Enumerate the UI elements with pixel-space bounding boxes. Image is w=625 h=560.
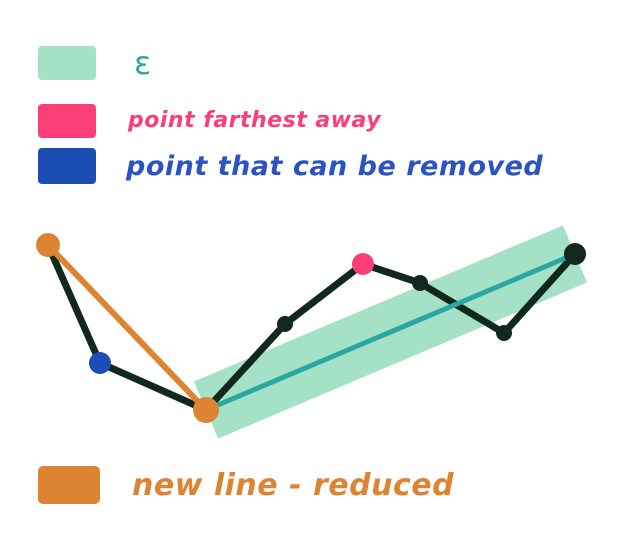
removable-point-swatch (38, 148, 96, 184)
vertex-start-orange (36, 233, 60, 257)
new-line-reduced-swatch (38, 466, 100, 504)
epsilon-tolerance-band (193, 225, 588, 439)
vertex-split-orange (193, 397, 219, 423)
new-line-reduced (45, 242, 209, 413)
series-lines (44, 241, 579, 414)
legend-top: ε point farthest away point that can be … (0, 0, 625, 210)
vertex-blue-removable (89, 352, 111, 374)
farthest-point-label: point farthest away (128, 108, 382, 133)
vertex-pink-farthest (352, 253, 374, 275)
legend-item-epsilon[interactable]: ε (38, 46, 152, 80)
epsilon-swatch (38, 46, 96, 80)
legend-bottom[interactable]: new line - reduced (38, 466, 454, 504)
epsilon-tolerance-band (193, 225, 588, 439)
epsilon-centerline (203, 251, 578, 413)
vertex-end-black (564, 243, 586, 265)
original-polyline (44, 241, 579, 414)
legend-item-removable-point[interactable]: point that can be removed (38, 148, 543, 184)
new-line-reduced-label: new line - reduced (132, 467, 455, 503)
vertex-black-3 (496, 325, 512, 341)
removable-point-label: point that can be removed (126, 150, 544, 182)
vertex-black-2 (412, 275, 428, 291)
vertex-black-1 (277, 316, 293, 332)
legend-item-farthest-point[interactable]: point farthest away (38, 104, 381, 138)
vertex-markers (36, 233, 586, 423)
farthest-point-swatch (38, 104, 96, 138)
epsilon-label: ε (134, 44, 152, 82)
